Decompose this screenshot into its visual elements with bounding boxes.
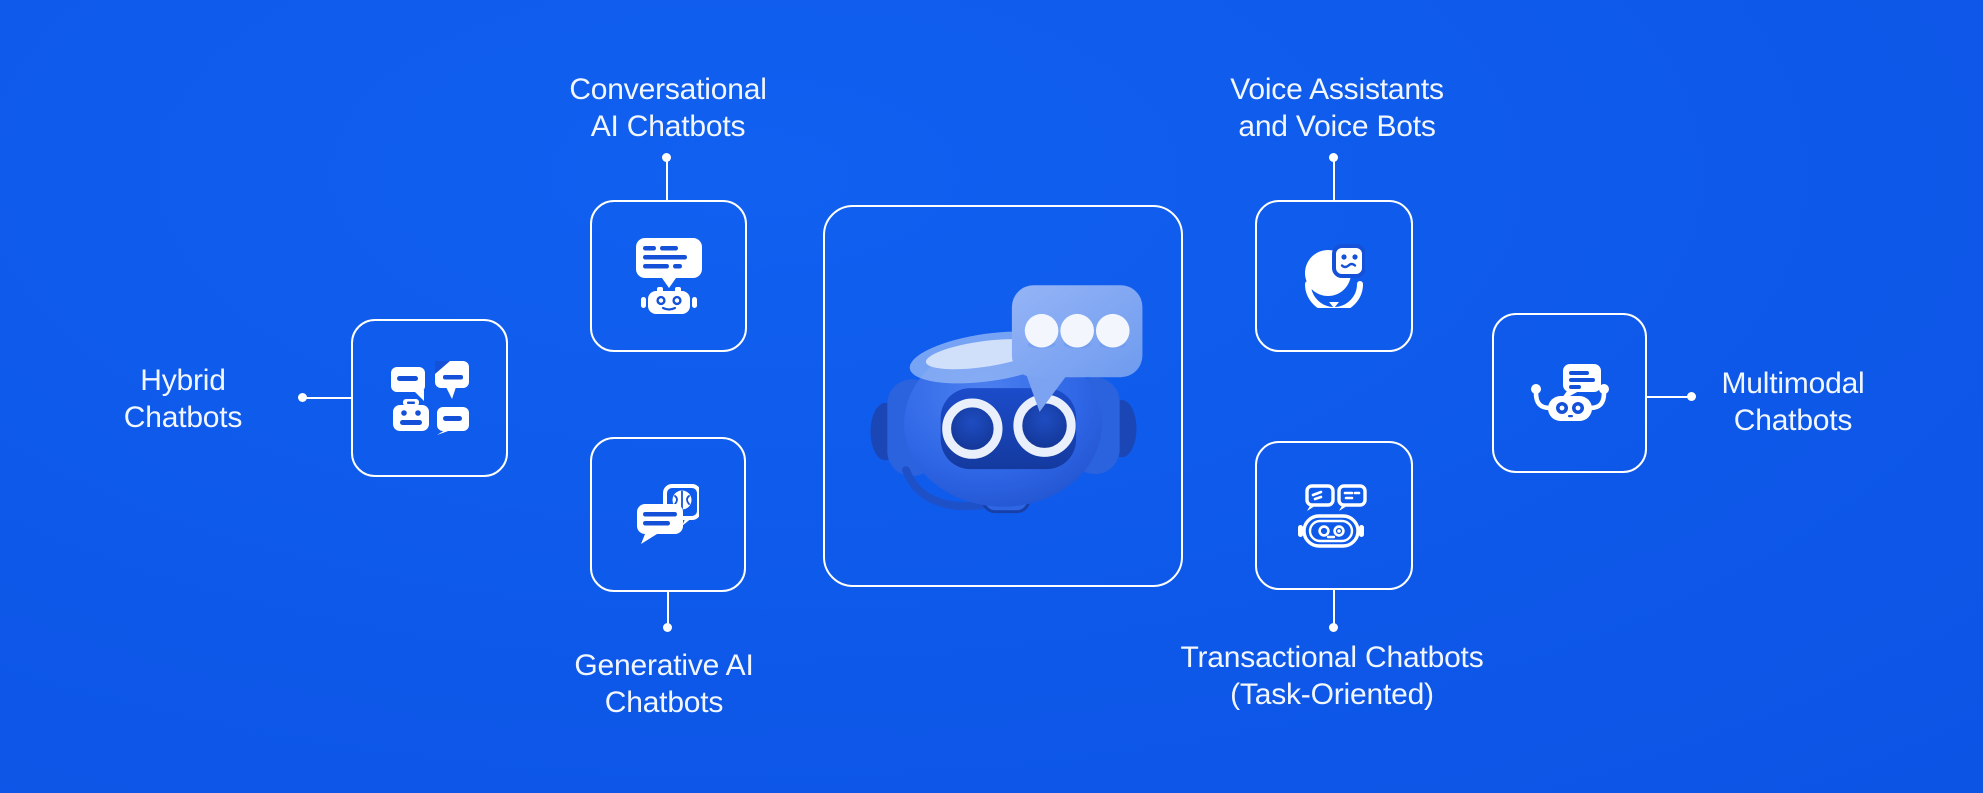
- chat-bubble-brain-icon: [637, 483, 699, 544]
- generative-connector-line: [667, 591, 669, 624]
- generative-label-line1: Generative AI: [574, 649, 754, 682]
- hybrid-connector-dot: [298, 393, 307, 402]
- hybrid-box: [351, 319, 508, 477]
- transactional-label-line1: Transactional Chatbots: [1180, 641, 1484, 674]
- transactional-box: [1255, 441, 1413, 590]
- microphone-smiley-icon: [1305, 244, 1365, 308]
- chatbot-mascot-illustration: [870, 285, 1143, 514]
- conversational-connector-line: [666, 161, 668, 201]
- multimodal-label-line2: Chatbots: [1733, 404, 1853, 437]
- robot-antenna-speech-bubble-icon: [1530, 364, 1609, 421]
- generative-label-line2: Chatbots: [604, 686, 724, 719]
- hybrid-label-line1: Hybrid: [140, 364, 226, 397]
- voice-box: [1255, 200, 1413, 352]
- conversational-label-line2: AI Chatbots: [590, 110, 746, 143]
- conversational-label: Conversational AI Chatbots: [569, 71, 767, 145]
- transactional-connector-line: [1333, 589, 1335, 624]
- central-chatbot-box: [823, 205, 1183, 587]
- multimodal-connector-line: [1646, 396, 1688, 398]
- hybrid-connector-line: [306, 397, 352, 399]
- generative-label: Generative AI Chatbots: [574, 647, 753, 721]
- voice-connector-line: [1333, 161, 1335, 201]
- generative-connector-dot: [663, 623, 672, 632]
- voice-label: Voice Assistants and Voice Bots: [1230, 71, 1444, 145]
- transactional-label: Transactional Chatbots (Task-Oriented): [1181, 639, 1484, 713]
- hybrid-label: Hybrid Chatbots: [123, 362, 243, 436]
- transactional-label-line2: (Task-Oriented): [1230, 678, 1434, 711]
- chat-bubble-robot-icon: [635, 238, 702, 314]
- voice-connector-dot: [1329, 153, 1338, 162]
- voice-label-line1: Voice Assistants: [1230, 73, 1444, 106]
- chat-bubbles-robot-grid-icon: [390, 361, 469, 435]
- robot-head-chat-bubbles-icon: [1298, 483, 1367, 548]
- conversational-box: [590, 200, 747, 352]
- generative-box: [590, 437, 746, 592]
- multimodal-box: [1492, 313, 1647, 473]
- conversational-connector-dot: [662, 153, 671, 162]
- multimodal-connector-dot: [1687, 392, 1696, 401]
- voice-label-line2: and Voice Bots: [1238, 110, 1436, 143]
- multimodal-label: Multimodal Chatbots: [1721, 365, 1864, 439]
- transactional-connector-dot: [1329, 623, 1338, 632]
- multimodal-label-line1: Multimodal: [1721, 367, 1865, 400]
- conversational-label-line1: Conversational: [569, 73, 767, 106]
- hybrid-label-line2: Chatbots: [123, 401, 243, 434]
